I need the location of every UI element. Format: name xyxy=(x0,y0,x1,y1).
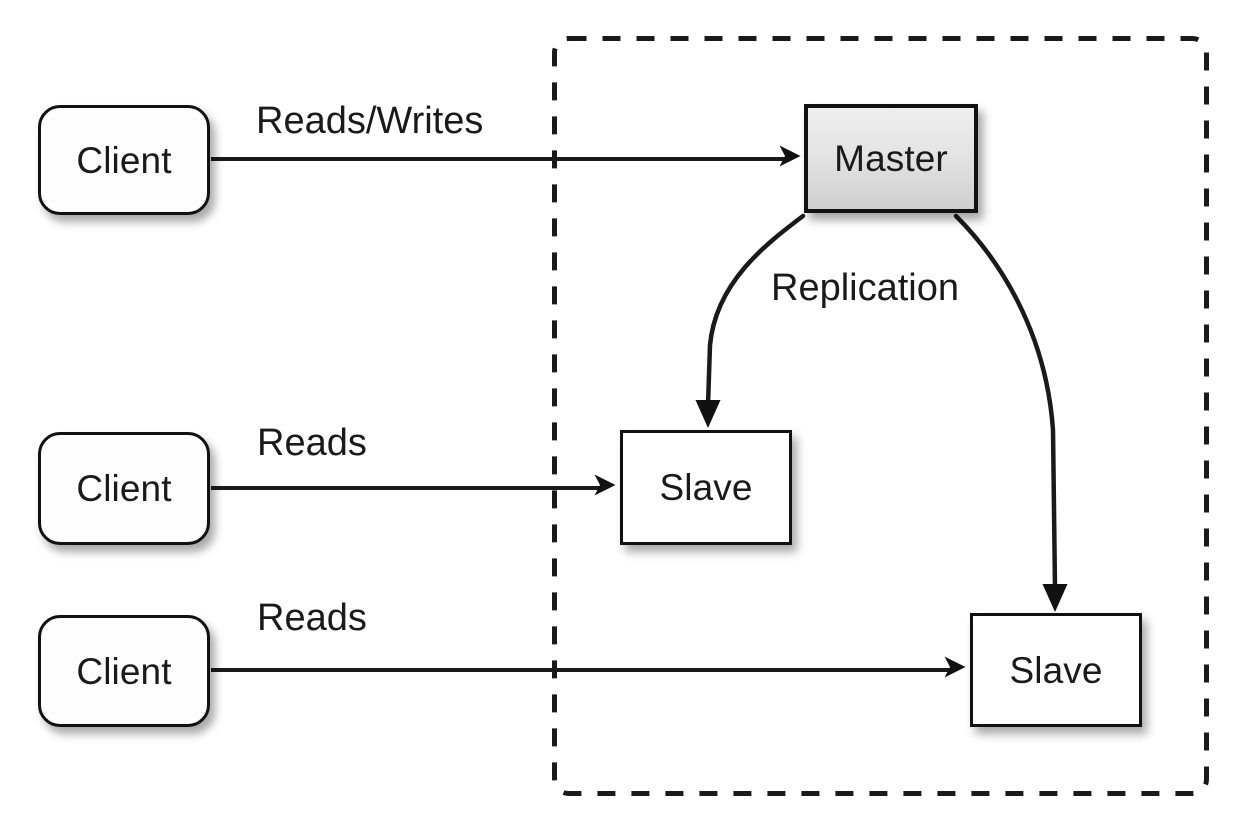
node-slave-2[interactable]: Slave xyxy=(970,613,1142,727)
node-client-2[interactable]: Client xyxy=(38,432,210,545)
arrowhead-master-slave1 xyxy=(695,400,721,428)
edge-label-reads-writes: Reads/Writes xyxy=(256,100,484,142)
arrowhead-master-slave2 xyxy=(1042,584,1068,612)
node-client-3-label: Client xyxy=(76,650,172,692)
node-client-1-label: Client xyxy=(76,139,172,181)
node-slave-2-label: Slave xyxy=(1009,649,1103,691)
node-client-3[interactable]: Client xyxy=(38,615,210,727)
node-client-1[interactable]: Client xyxy=(38,105,210,215)
edge-label-replication: Replication xyxy=(771,267,959,309)
node-client-2-label: Client xyxy=(76,468,172,509)
node-slave-1[interactable]: Slave xyxy=(620,430,792,545)
edge-label-reads-slave2: Reads xyxy=(257,597,367,639)
node-master-label: Master xyxy=(834,138,948,179)
connector-master-slave2-replication xyxy=(953,213,1058,591)
node-slave-1-label: Slave xyxy=(659,467,753,508)
database-cluster-boundary xyxy=(552,36,1209,796)
connector-master-slave1-replication xyxy=(705,213,806,408)
edge-label-reads-slave1: Reads xyxy=(257,422,367,464)
node-master[interactable]: Master xyxy=(804,104,978,213)
